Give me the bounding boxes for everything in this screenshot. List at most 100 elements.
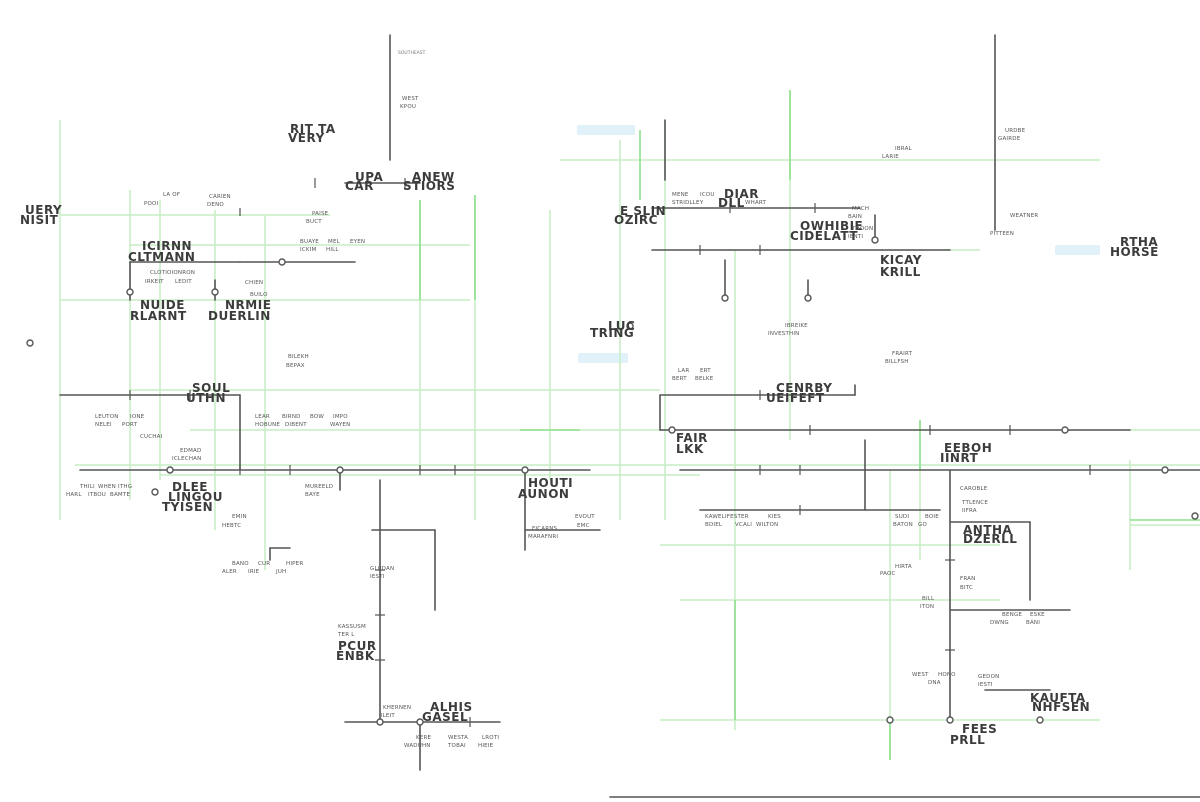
map-label-small: DNA	[928, 680, 941, 686]
station-marker[interactable]	[26, 339, 34, 347]
map-label-small: TER L	[337, 632, 355, 638]
map-label: DLEE	[172, 480, 208, 494]
map-label: GASEL	[422, 710, 468, 724]
map-label-small: WHEN	[98, 484, 116, 490]
map-label-small: MUREELD	[305, 484, 333, 490]
map-label: UPA	[355, 170, 383, 184]
map-label: HORSE	[1110, 245, 1159, 259]
map-label: LKK	[676, 442, 704, 456]
major-labels: UERY NISIT RIT TA VERY UPA CAR ANEW STIO…	[20, 122, 1159, 747]
map-label-small: ITON	[920, 604, 934, 610]
map-label-small: BAMTE	[110, 492, 130, 498]
map-label-small: ITHG	[118, 484, 132, 490]
map-label-small: HILL	[326, 247, 339, 253]
map-label-small: MARAFNRI	[528, 534, 558, 540]
map-label: OZIRC	[614, 213, 658, 227]
station-marker[interactable]	[166, 466, 174, 474]
station-marker[interactable]	[151, 488, 159, 496]
map-label-small: BAYE	[305, 492, 320, 498]
map-label: LINGOU	[168, 490, 223, 504]
map-label-small: PORT	[122, 422, 138, 428]
map-label-small: ERT	[700, 368, 711, 374]
map-label: NHFSEN	[1032, 700, 1090, 714]
map-label-small: EMIN	[232, 514, 247, 520]
map-label-small: WEST	[402, 96, 419, 102]
station-marker[interactable]	[668, 426, 676, 434]
map-label-small: DWNG	[990, 620, 1009, 626]
station-marker[interactable]	[336, 466, 344, 474]
map-label: RLARNT	[130, 309, 187, 323]
map-label-small: CLOTIOIONRON	[150, 270, 195, 276]
map-label-small: KIES	[768, 514, 781, 520]
map-label: DZERLL	[963, 532, 1017, 546]
station-marker[interactable]	[278, 258, 286, 266]
map-label-small: MENE	[672, 192, 689, 198]
map-label-small: WADUHN	[404, 743, 431, 749]
station-marker[interactable]	[804, 294, 812, 302]
map-label: NUIDE	[140, 298, 185, 312]
map-label-small: LAR	[678, 368, 689, 374]
map-label-small: LEUTON	[95, 414, 119, 420]
map-label-small: BANO	[232, 561, 249, 567]
map-label-small: SOUTHEAST	[398, 50, 426, 56]
map-label: DLL	[718, 196, 745, 210]
map-label-small: IRKEIT	[145, 279, 164, 285]
station-marker[interactable]	[521, 466, 529, 474]
map-label-small: LEDIT	[175, 279, 192, 285]
map-label: DUERLIN	[208, 309, 271, 323]
station-marker[interactable]	[721, 294, 729, 302]
map-label-small: SUDI	[895, 514, 909, 520]
map-label-small: BILLFSH	[885, 359, 909, 365]
station-marker[interactable]	[126, 288, 134, 296]
station-markers[interactable]	[26, 236, 1199, 726]
station-marker[interactable]	[946, 716, 954, 724]
map-label-small: WILTON	[756, 522, 778, 528]
map-label-small: BERT	[672, 376, 687, 382]
station-marker[interactable]	[871, 236, 879, 244]
map-label: UTHN	[186, 391, 226, 405]
map-label: UERY	[25, 203, 62, 217]
map-label-small: DENO	[207, 202, 224, 208]
map-label: FEES	[962, 722, 997, 736]
map-label-small: IILEIT	[379, 713, 395, 719]
map-label: IINRT	[940, 451, 979, 465]
map-label: NRMIE	[225, 298, 271, 312]
map-label: LUC	[608, 319, 635, 333]
station-marker[interactable]	[416, 718, 424, 726]
station-marker[interactable]	[1161, 466, 1169, 474]
map-label-small: KAWELIFESTER	[705, 514, 749, 520]
map-label: TRING	[590, 326, 634, 340]
map-label: VERY	[288, 131, 325, 145]
map-label-small: WEATNER	[1010, 213, 1038, 219]
station-marker[interactable]	[1036, 716, 1044, 724]
map-label-small: WHART	[745, 200, 767, 206]
map-label-small: CAROBLE	[960, 486, 988, 492]
map-label: DIAR	[724, 187, 759, 201]
map-label-small: ICOU	[700, 192, 715, 198]
map-label-small: PAOC	[880, 571, 896, 577]
map-label-small: BOW	[310, 414, 324, 420]
map-label-small: EVOUT	[575, 514, 595, 520]
map-label: KAUFTA	[1030, 691, 1086, 705]
map-label-small: HOBUNE	[255, 422, 280, 428]
minor-labels: SOUTHEAST WEST KPOU LA OF POOI CARIEN DE…	[66, 50, 1045, 749]
map-label-small: THOON	[851, 226, 873, 232]
station-marker[interactable]	[376, 718, 384, 726]
map-label-small: URDBE	[1005, 128, 1026, 134]
map-label-small: GAIRDE	[998, 136, 1021, 142]
station-marker[interactable]	[1061, 426, 1069, 434]
map-label-small: ICLECHAN	[172, 456, 201, 462]
map-label-small: IRIE	[248, 569, 260, 575]
map-label-small: TOBAI	[447, 743, 466, 749]
station-marker[interactable]	[1191, 512, 1199, 520]
map-label-small: ITBOU	[88, 492, 106, 498]
map-label-small: WESTA	[448, 735, 468, 741]
map-label-small: DIBENT	[285, 422, 307, 428]
map-label-small: PAISE	[312, 211, 329, 217]
map-label-small: WEST	[912, 672, 929, 678]
station-marker[interactable]	[886, 716, 894, 724]
map-label-small: HIEIE	[478, 743, 494, 749]
station-marker[interactable]	[211, 288, 219, 296]
station-marker[interactable]	[626, 322, 634, 330]
map-label-small: ESKE	[1030, 612, 1045, 618]
